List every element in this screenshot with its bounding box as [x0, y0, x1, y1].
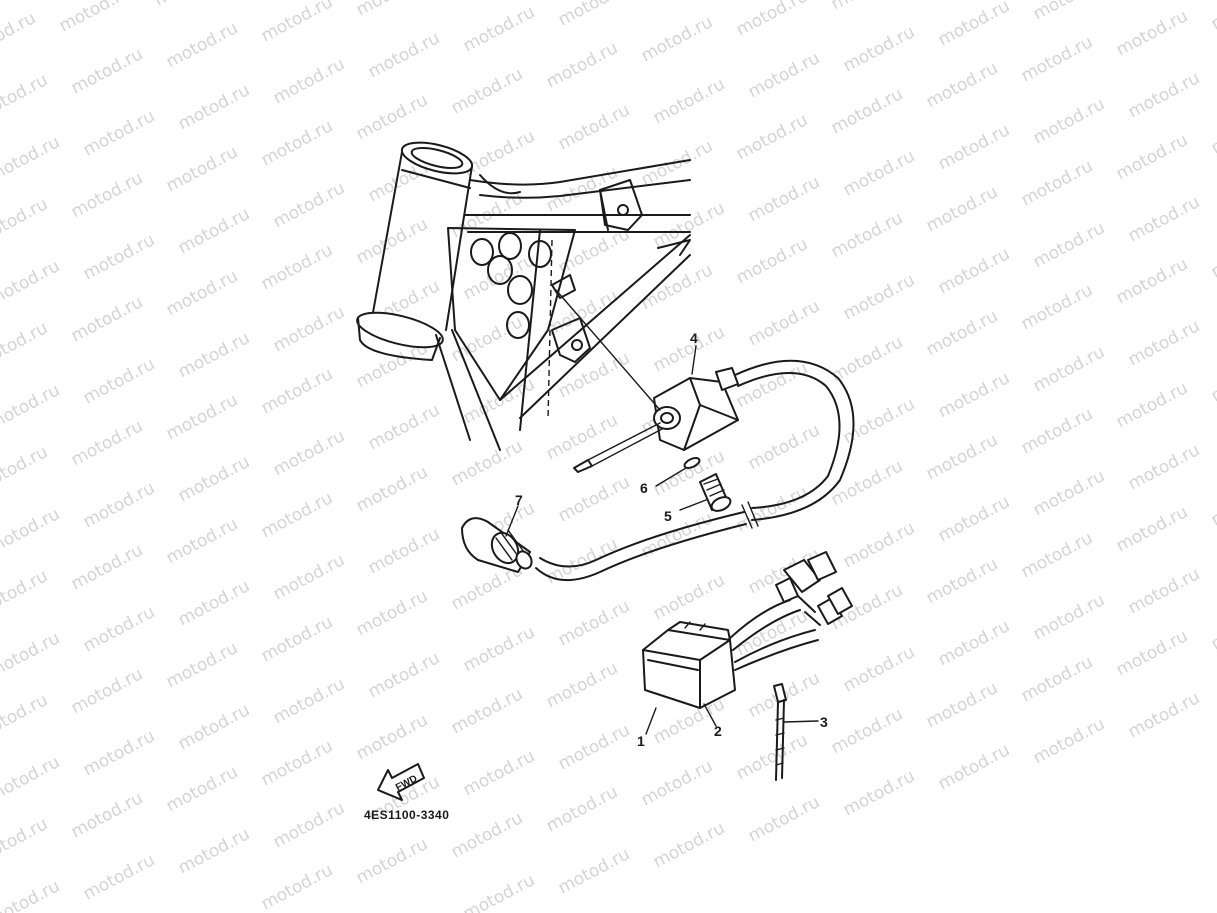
direction-arrow: FWD — [377, 763, 425, 801]
spark-plug-cap — [461, 517, 533, 573]
cdi-wiring-harness — [727, 551, 853, 671]
callout-5: 5 — [664, 508, 672, 524]
callout-3: 3 — [820, 714, 828, 730]
part-code-label: 4ES1100-3340 — [364, 808, 450, 822]
frame-gusset — [435, 227, 576, 451]
high-tension-lead — [535, 359, 855, 582]
cdi-unit — [642, 621, 736, 709]
frame-top-tube — [464, 159, 691, 233]
callout-1: 1 — [637, 733, 645, 749]
ignition-coil — [555, 289, 739, 473]
bolt — [699, 473, 732, 512]
leader-lines — [505, 345, 819, 735]
washer — [683, 457, 701, 469]
callout-6: 6 — [640, 480, 648, 496]
frame-head-pipe — [356, 141, 474, 361]
frame-down-tube — [499, 179, 691, 419]
watermark-text: motod.ru — [1208, 0, 1217, 34]
callout-4: 4 — [690, 330, 698, 346]
callout-2: 2 — [714, 723, 722, 739]
callout-7: 7 — [515, 492, 523, 508]
cable-tie — [773, 683, 787, 781]
